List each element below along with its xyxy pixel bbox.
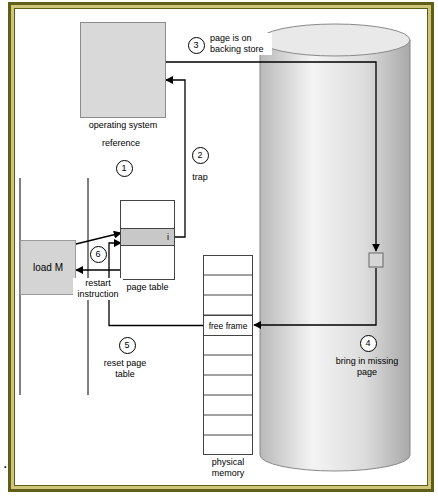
step-label: trap — [188, 172, 212, 183]
physical-memory: physical memoryfree frame — [203, 255, 253, 455]
callout-number: 6 — [90, 246, 107, 263]
frame-outer — [10, 4, 433, 491]
callout-number: 4 — [360, 335, 377, 352]
page-table: page tablei — [120, 200, 175, 280]
step-arrow — [254, 268, 376, 325]
step-label: page is on backing store — [210, 33, 272, 55]
callout-number: 1 — [116, 160, 133, 177]
free-frame: free frame — [204, 315, 252, 336]
step-label: reset page table — [99, 358, 151, 380]
page-on-disk — [369, 253, 383, 267]
page-table-entry: i — [121, 228, 174, 246]
node-text: i — [121, 229, 174, 245]
disk-body — [260, 40, 410, 471]
stray-mark: . — [3, 455, 13, 471]
node-text: page table — [126, 282, 168, 293]
frame-inner — [15, 9, 428, 486]
memory-frame-lines — [203, 275, 253, 435]
callout-number: 3 — [188, 37, 205, 54]
step-label: reference — [91, 138, 151, 149]
node-text: operating system — [89, 120, 158, 131]
step-label: bring in missing page — [335, 356, 399, 378]
callout-number: 5 — [119, 337, 136, 354]
frame-middle — [13, 7, 430, 488]
step-connector — [76, 269, 120, 270]
node-text: free frame — [204, 316, 252, 335]
instruction-box: load M — [20, 240, 76, 295]
step-arrow — [166, 62, 376, 251]
disk-top — [260, 24, 410, 56]
node-text: load M — [21, 241, 75, 294]
node-text: physical memory — [203, 457, 253, 479]
step-label: restart instruction — [73, 278, 123, 300]
callout-number: 2 — [192, 147, 209, 164]
os-box: operating system — [80, 22, 166, 118]
